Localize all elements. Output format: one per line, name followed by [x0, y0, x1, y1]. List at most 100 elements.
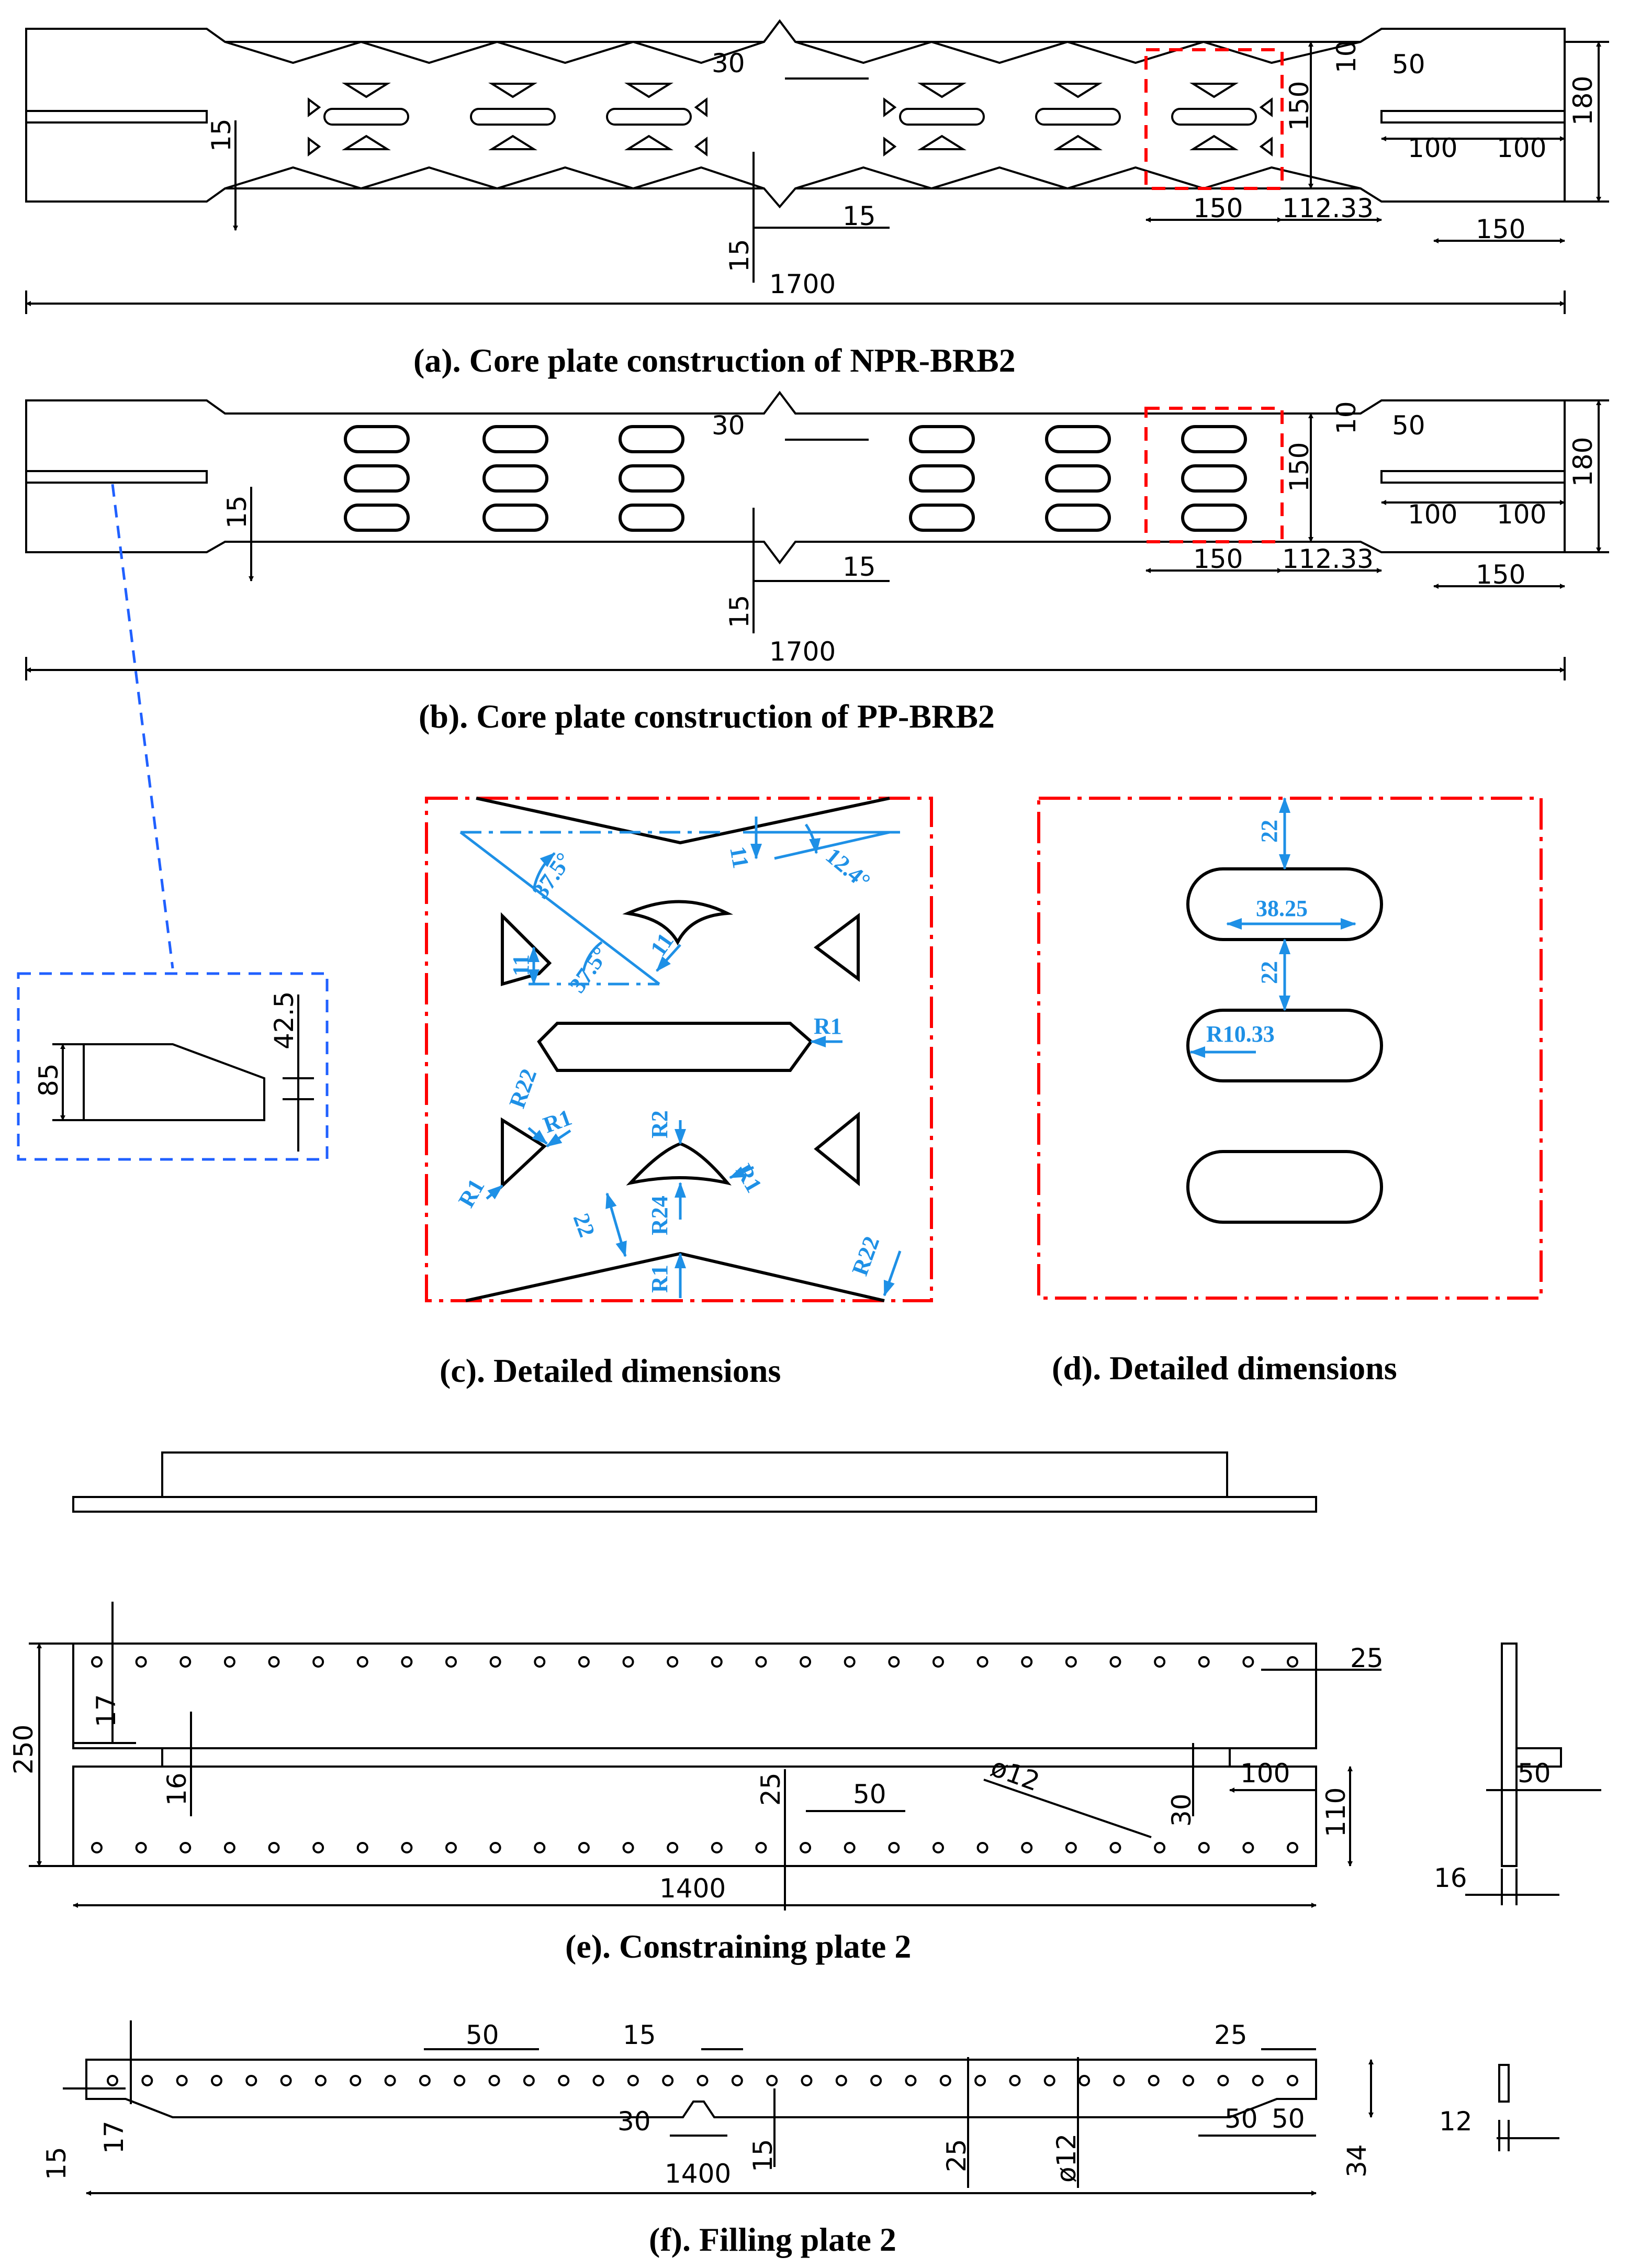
bolt-hole	[1065, 1656, 1077, 1668]
zigzag-top-c	[476, 797, 890, 845]
bolt-hole	[1154, 1842, 1166, 1853]
dim-112-a: 112.33	[1282, 193, 1374, 224]
triangle-mid-bot-c	[626, 1142, 732, 1186]
panel-b-core-plate-pp: 1700 180 150 30 10 50 15 15 15 100 100 1…	[25, 390, 1609, 969]
bolt-hole	[888, 1656, 900, 1668]
dim-112-b: 112.33	[1282, 544, 1374, 574]
slot-detail-inset: 85 42.5	[17, 972, 329, 1161]
triangle-right-top-c	[814, 913, 860, 982]
bolt-hole	[1198, 1656, 1210, 1668]
bolt-hole	[314, 2075, 327, 2086]
bolt-hole	[488, 2075, 500, 2086]
bolt-hole	[800, 1656, 812, 1668]
bolt-holes-bottom-e	[91, 1842, 1298, 1853]
caption-f: (f). Filling plate 2	[649, 2221, 896, 2258]
constraining-side-tab	[1515, 1747, 1562, 1768]
dim-10-a: 10	[1331, 40, 1362, 73]
dim-25-f: 25	[941, 2139, 972, 2172]
dim-12-side-f: 12	[1439, 2106, 1473, 2137]
bolt-hole	[800, 1842, 812, 1853]
bolt-hole	[107, 2075, 118, 2086]
bolt-hole	[711, 1656, 723, 1668]
bolt-hole	[755, 1842, 767, 1853]
dim-50-f: 50	[466, 2020, 499, 2050]
bolt-hole	[801, 2075, 813, 2086]
dim-50-e: 50	[853, 1779, 886, 1809]
panel-e-constraining-plate: 17 250 16 25 25 50 ø12 30 100 110 1400 5…	[8, 1602, 1601, 1965]
bolt-hole	[312, 1656, 324, 1668]
bolt-hole	[1113, 2075, 1125, 2086]
dim-1400-f: 1400	[665, 2159, 731, 2189]
constraining-plate-outline	[72, 1643, 1317, 1867]
bolt-hole	[1109, 1842, 1121, 1853]
dim-30-f: 30	[617, 2106, 651, 2137]
dim-110-e: 110	[1321, 1787, 1351, 1837]
bolt-hole	[489, 1656, 501, 1668]
bolt-hole	[245, 2075, 257, 2086]
bolt-hole	[401, 1842, 413, 1853]
bolt-holes-top-e	[91, 1656, 1298, 1668]
dim-15-left-f: 15	[41, 2147, 72, 2180]
bolt-hole	[179, 1842, 192, 1853]
r10-33: R10.33	[1206, 1021, 1275, 1047]
bolt-hole	[141, 2075, 153, 2086]
dim-30-e: 30	[1166, 1793, 1197, 1827]
bolt-hole	[731, 2075, 743, 2086]
bolt-hole	[1043, 2075, 1055, 2086]
end-slot-right-b	[1380, 470, 1566, 484]
dim-15-left-a: 15	[206, 118, 237, 152]
dim-22-d2: 22	[1256, 961, 1282, 984]
bolt-hole	[280, 2075, 292, 2086]
bolt-hole	[667, 1656, 679, 1668]
dim-22-d1: 22	[1256, 820, 1282, 843]
dim-15-mid-f: 15	[748, 2139, 778, 2172]
bolt-hole	[312, 1842, 324, 1853]
r1-slot: R1	[814, 1013, 842, 1039]
bolt-hole	[268, 1842, 280, 1853]
dim-150-mid-a: 150	[1284, 81, 1315, 131]
bolt-hole	[976, 1656, 988, 1668]
bolt-hole	[844, 1656, 856, 1668]
bolt-hole	[384, 2075, 396, 2086]
bolt-hole	[223, 1656, 235, 1668]
dim-50-b-f: 50	[1272, 2104, 1305, 2134]
r1-bottom: R1	[647, 1265, 672, 1293]
constraining-center-slot	[161, 1747, 1231, 1768]
bolt-hole	[454, 2075, 466, 2086]
r2-top: R2	[647, 1110, 672, 1138]
bolt-hole	[662, 2075, 674, 2086]
angle-12-4: 12.4°	[821, 843, 875, 894]
bolt-hole	[1154, 1656, 1166, 1668]
zigzag-top-a	[224, 40, 765, 64]
bolt-hole	[1198, 1842, 1210, 1853]
bolt-hole	[1287, 1842, 1298, 1853]
dim-38-25: 38.25	[1256, 896, 1308, 921]
dim-150-box-a: 150	[1193, 193, 1243, 224]
bolt-hole	[1217, 2075, 1229, 2086]
auxetic-cells-a	[308, 83, 1273, 157]
bolt-hole	[905, 2075, 917, 2086]
bolt-hole	[870, 2075, 882, 2086]
bolt-hole	[210, 2075, 222, 2086]
caption-d: (d). Detailed dimensions	[1052, 1349, 1397, 1387]
bolt-hole	[766, 2075, 778, 2086]
bolt-hole	[578, 1656, 590, 1668]
bolt-hole	[1242, 1656, 1254, 1668]
dim-11-c1: 11	[508, 954, 534, 976]
slot-detail-frame	[17, 972, 329, 1161]
dim-150-box-b: 150	[1193, 544, 1243, 574]
dim-85: 85	[33, 1063, 64, 1097]
dim-17-e: 17	[91, 1694, 121, 1727]
dim-15-bot-h-a: 15	[842, 201, 876, 231]
dim-11-c3: 11	[725, 844, 754, 870]
triangle-mid-top-c	[622, 900, 734, 946]
dim-150-end-b: 150	[1476, 560, 1525, 590]
bolt-hole	[135, 1656, 147, 1668]
bolt-hole	[835, 2075, 847, 2086]
bolt-hole	[1183, 2075, 1195, 2086]
angle-37-5-b: 37.5°	[564, 942, 613, 998]
end-slot-left-a	[25, 110, 208, 124]
zigzag-bot-c	[465, 1252, 885, 1302]
caption-a: (a). Core plate construction of NPR-BRB2	[413, 342, 1016, 379]
bolt-hole	[445, 1656, 457, 1668]
